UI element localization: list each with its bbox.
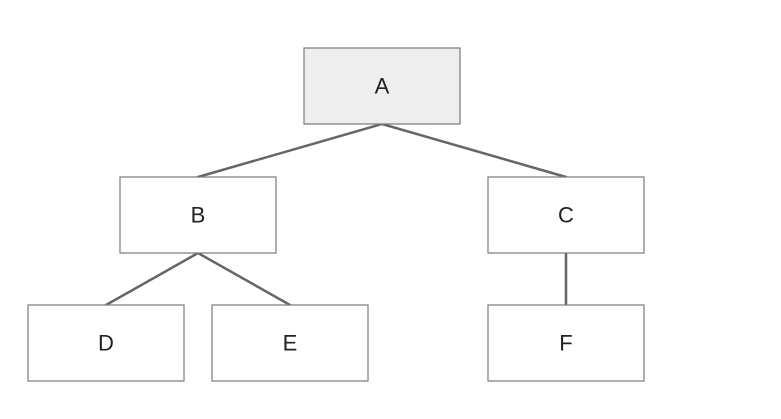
node-box-c xyxy=(487,176,645,254)
edge-b-e xyxy=(196,251,292,307)
node-c: C xyxy=(487,176,645,254)
edge-a-b xyxy=(196,122,384,179)
node-box-a xyxy=(303,47,461,125)
node-box-f xyxy=(487,304,645,382)
edges xyxy=(104,122,568,307)
node-d: D xyxy=(27,304,185,382)
node-label-d: D xyxy=(98,331,114,356)
node-box-b xyxy=(119,176,277,254)
node-label-f: F xyxy=(559,331,572,356)
node-b: B xyxy=(119,176,277,254)
node-label-c: C xyxy=(558,203,574,228)
node-label-a: A xyxy=(375,74,390,99)
node-label-b: B xyxy=(191,203,206,228)
nodes: A B C D E F xyxy=(27,47,645,382)
node-e: E xyxy=(211,304,369,382)
node-label-e: E xyxy=(283,331,298,356)
node-a: A xyxy=(303,47,461,125)
node-box-d xyxy=(27,304,185,382)
edge-b-d xyxy=(104,251,200,307)
node-f: F xyxy=(487,304,645,382)
node-box-e xyxy=(211,304,369,382)
edge-a-c xyxy=(380,122,568,179)
